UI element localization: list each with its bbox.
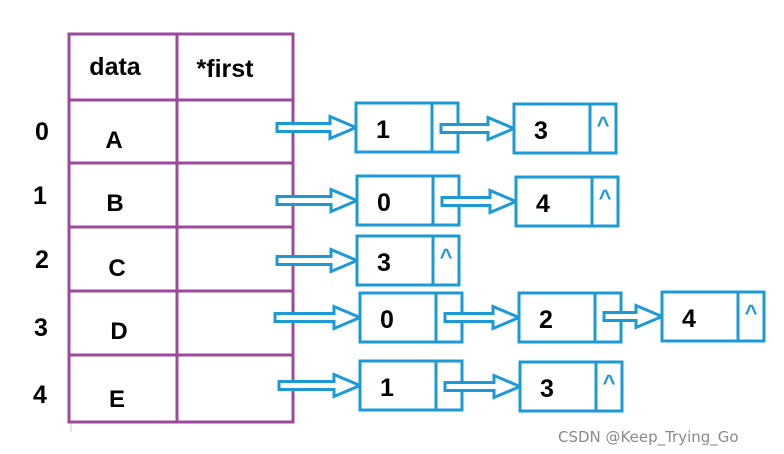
null-pointer-marker: ^ (597, 112, 610, 137)
vertex-index: 1 (33, 182, 47, 210)
pointer-arrow (275, 187, 361, 214)
pointer-arrow (277, 372, 364, 399)
pointer-arrow (273, 304, 364, 331)
null-pointer-marker: ^ (440, 244, 453, 269)
header-data: data (89, 53, 142, 81)
header-first: *first (197, 55, 255, 83)
node-value: 2 (539, 306, 553, 334)
pointer-arrow (443, 373, 524, 400)
list-node (660, 290, 766, 343)
pointer-arrow (439, 115, 518, 142)
vertex-data-cell: E (109, 386, 125, 413)
node-value: 0 (380, 306, 394, 334)
vertex-indices: 0 1 2 3 4 (33, 118, 49, 409)
null-pointer-marker: ^ (603, 370, 616, 395)
vertex-index: 2 (35, 246, 49, 274)
node-value: 3 (540, 375, 554, 403)
list-node (358, 291, 464, 344)
pointer-arrow (440, 188, 520, 215)
list-node (512, 102, 618, 155)
null-pointer-marker: ^ (599, 185, 612, 210)
list-node (517, 291, 623, 344)
pointer-arrow (602, 303, 666, 330)
list-node (355, 234, 461, 287)
watermark-text: CSDN @Keep_Trying_Go (558, 428, 739, 447)
null-pointer-marker: ^ (745, 300, 758, 325)
pointer-arrow (275, 247, 361, 274)
adjacency-lists: 1 3 ^ 0 4 ^ 3 ^ 0 2 4 ^ 1 3 ^ (273, 101, 766, 413)
vertex-index: 4 (33, 381, 47, 409)
vertex-data-cell: B (106, 190, 123, 217)
node-value: 4 (536, 190, 550, 218)
list-node (514, 175, 620, 228)
vertex-index: 0 (35, 118, 49, 146)
node-value: 1 (380, 374, 394, 402)
list-node (518, 360, 624, 413)
node-value: 3 (377, 249, 391, 277)
node-value: 0 (377, 189, 391, 217)
vertex-data-cell: A (105, 127, 122, 154)
pointer-arrow (443, 304, 523, 331)
vertex-data-cell: C (108, 255, 125, 282)
node-value: 1 (376, 116, 390, 144)
node-value: 3 (534, 117, 548, 145)
vertex-index: 3 (34, 314, 48, 342)
node-value: 4 (682, 305, 696, 333)
list-node (358, 359, 464, 412)
pointer-arrow (275, 114, 360, 141)
vertex-data-cell: D (110, 318, 127, 345)
